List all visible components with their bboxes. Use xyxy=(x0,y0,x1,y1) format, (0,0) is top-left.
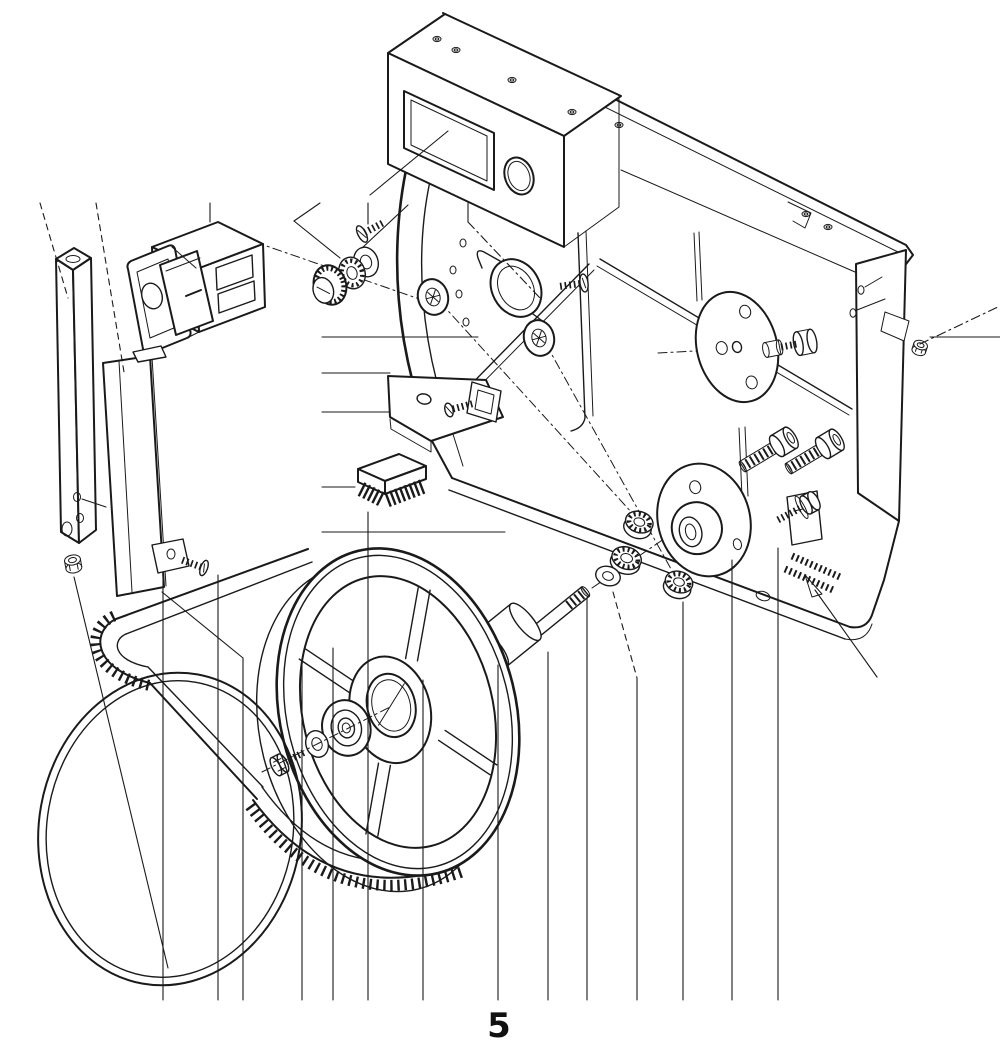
cleaning-brush xyxy=(357,453,427,508)
control-panel xyxy=(387,13,833,248)
wheel-axis-line xyxy=(261,705,393,773)
leader-line xyxy=(161,591,244,659)
thumb-knob-assembly xyxy=(312,218,387,306)
channel-foot-screw xyxy=(178,555,209,577)
leader-line xyxy=(361,204,409,249)
blade-loop xyxy=(37,671,303,987)
shoulder-bolt xyxy=(762,328,818,358)
torx-screw-upper xyxy=(416,278,450,316)
rocker-power-switch xyxy=(126,221,266,355)
pan-head-screw xyxy=(355,218,387,243)
display-cutout xyxy=(403,90,495,191)
leader-line xyxy=(919,305,1000,345)
leader-line xyxy=(293,220,341,259)
leader-line xyxy=(369,130,449,196)
cable-clamp xyxy=(476,250,589,324)
leader-line xyxy=(293,202,321,222)
rail-nut xyxy=(623,510,654,540)
hex-nut-small xyxy=(911,339,928,357)
hub-flange xyxy=(656,462,752,578)
square-mounting-bar xyxy=(55,247,97,544)
stack-serrated-washer xyxy=(609,545,642,575)
hex-nut-bar xyxy=(64,554,83,574)
leader-lines xyxy=(39,130,1000,1001)
leader-line xyxy=(81,498,107,508)
panel-screw-holes xyxy=(432,35,833,231)
leader-line xyxy=(814,589,878,678)
support-channel xyxy=(102,345,209,597)
leader-line xyxy=(73,576,169,969)
drive-wheel xyxy=(275,547,521,877)
torx-screw-lower xyxy=(522,319,556,357)
clamp-screw xyxy=(557,273,589,293)
hex-bolt-lower xyxy=(774,490,821,525)
leader-line xyxy=(612,591,638,679)
figure-number: 5 xyxy=(487,1006,511,1043)
socket-head-screw-b xyxy=(784,428,845,475)
leader-line xyxy=(95,202,125,373)
motor-mount-disc xyxy=(694,290,780,404)
stack-flat-washer xyxy=(595,565,621,587)
blade-clip xyxy=(466,381,502,423)
wheel-bearing xyxy=(321,699,372,757)
leader-line xyxy=(467,221,541,299)
frame-chassis xyxy=(254,12,914,641)
thumb-knob xyxy=(312,264,348,306)
guide-bracket-plate xyxy=(387,375,504,453)
flange-nut xyxy=(662,570,694,600)
panel-hole xyxy=(503,156,535,196)
wheel-spokes xyxy=(298,587,498,837)
clip-screw xyxy=(444,400,474,418)
leader-line xyxy=(39,202,69,299)
socket-head-screw-a xyxy=(738,426,799,473)
